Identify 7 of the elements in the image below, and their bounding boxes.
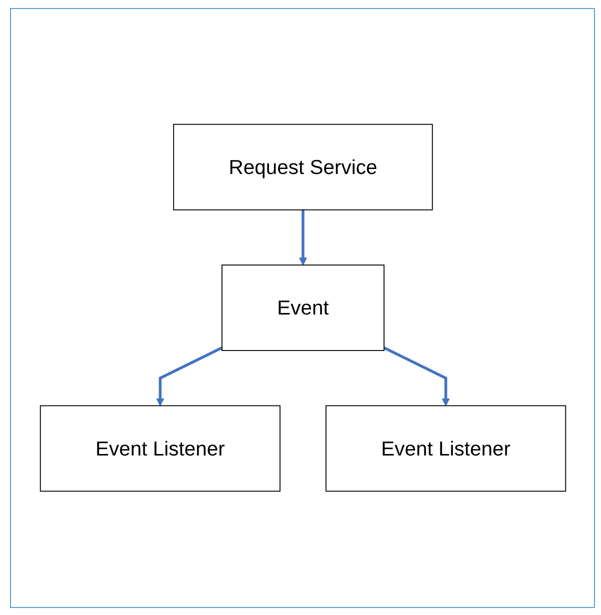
arrow — [298, 210, 307, 266]
arrow — [382, 346, 450, 406]
process-box: Request Service — [172, 124, 432, 211]
process-box: Event Listener — [325, 405, 566, 492]
process-box: Event Listener — [39, 405, 280, 492]
arrow — [156, 346, 222, 406]
process-box: Event — [221, 264, 384, 352]
